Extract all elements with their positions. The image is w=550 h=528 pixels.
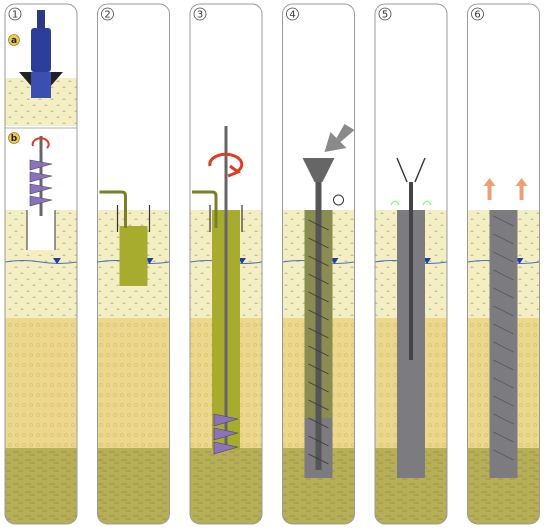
rebar-cage-line [308,255,329,267]
tremie-pipe [409,182,413,360]
rebar-cage-line [308,219,329,231]
step-number-badge [193,7,207,21]
rotation-arrow-icon [208,152,244,178]
hammer-grab-rod [37,10,45,28]
rebar-cage-line [493,449,514,461]
concrete-pile [489,210,518,478]
panel-frame [97,3,170,525]
auger-icon [29,183,53,195]
rotation-arrow-icon [31,137,50,149]
pump-icon [333,194,344,206]
rebar-cage-line [308,363,329,375]
lower-soil-layer [5,448,77,524]
rebar-cage-line [308,291,329,303]
auger-icon [29,195,53,207]
auger-icon [29,171,53,183]
auger-icon [29,159,53,171]
panel-3: 3 [189,3,263,525]
tremie-pipe [315,178,322,470]
panel-content [375,157,447,524]
rebar-cage-line [493,215,514,227]
panel-6: 6 [467,3,540,525]
rebar-cage-line [493,377,514,389]
water-level-icon [53,258,61,264]
casing-top-shoes [19,72,63,88]
panel-content [97,190,170,524]
sub-label-b: b [11,134,18,144]
hammer-grab-icon [31,28,51,72]
middle-soil-layer [97,318,170,448]
panel-content [467,178,540,524]
step-number: 2 [104,10,110,21]
panel-content [282,124,355,524]
rebar-cage-line [493,269,514,281]
auger-icon [213,441,239,455]
panel-frame [189,3,263,525]
rebar-cage-line [493,341,514,353]
panel-frame [374,3,448,525]
rebar-cage-line [493,287,514,299]
rebar-cage-line [308,381,329,393]
hammer-grab-head [31,72,51,98]
rebar-cage-line [308,273,329,285]
rebar-cage-line [493,305,514,317]
panel-1: ab1 [4,3,78,525]
auger-icon [213,427,239,441]
auger-icon [213,413,239,427]
lower-soil-layer [97,448,170,524]
panel-frame [282,3,355,525]
rebar-cage-line [493,413,514,425]
rebar-cage-line [308,237,329,249]
panel-frame [467,3,540,525]
pour-arrow-icon [324,124,355,152]
panel-5: 5 [374,3,448,525]
slurry-fill [119,226,148,286]
step-number: 1 [12,10,18,21]
step-number-badge [8,7,22,21]
rebar-cage-line [308,327,329,339]
step-number-badge [286,7,299,21]
water-table-line [5,260,77,264]
funnel-icon [396,157,426,183]
step-number: 6 [474,10,480,21]
rebar-cage-line [308,417,329,429]
sub-label-a: a [11,36,17,46]
panel-4: 4 [282,3,355,525]
step-number-badge [471,7,484,21]
kelly-bar [224,126,228,446]
rebar-cage-line [308,309,329,321]
panel-content [190,126,262,524]
funnel-icon [302,158,335,182]
step-number: 3 [197,10,203,21]
rebar-cage-line [308,399,329,411]
lift-arrow-icon [515,178,528,200]
rebar-cage-line [493,431,514,443]
lower-soil-layer [190,448,262,524]
slurry-pipe [192,190,218,228]
rebar-cage-line [493,395,514,407]
slurry-pipe [99,190,127,228]
panel-2: 2 [97,3,170,525]
sub-b-hole [27,210,55,250]
rebar-cage-line [308,435,329,447]
rebar-cage-line [493,323,514,335]
rebar-cage-line [493,251,514,263]
rebar-cage-line [308,345,329,357]
sub-label-badge [8,132,20,144]
lift-arrow-icon [483,178,496,200]
rebar-cage-line [493,359,514,371]
step-number-badge [378,7,392,21]
step-number-badge [101,7,114,21]
middle-soil-layer [5,318,77,448]
panel-content: ab [5,10,77,524]
panel-frame [4,3,78,525]
step-number: 4 [289,10,295,21]
rebar-cage-line [308,453,329,465]
step-number: 5 [382,10,388,21]
rebar-cage-line [493,233,514,245]
overflow-icon [390,200,432,206]
sub-label-badge [8,34,20,46]
